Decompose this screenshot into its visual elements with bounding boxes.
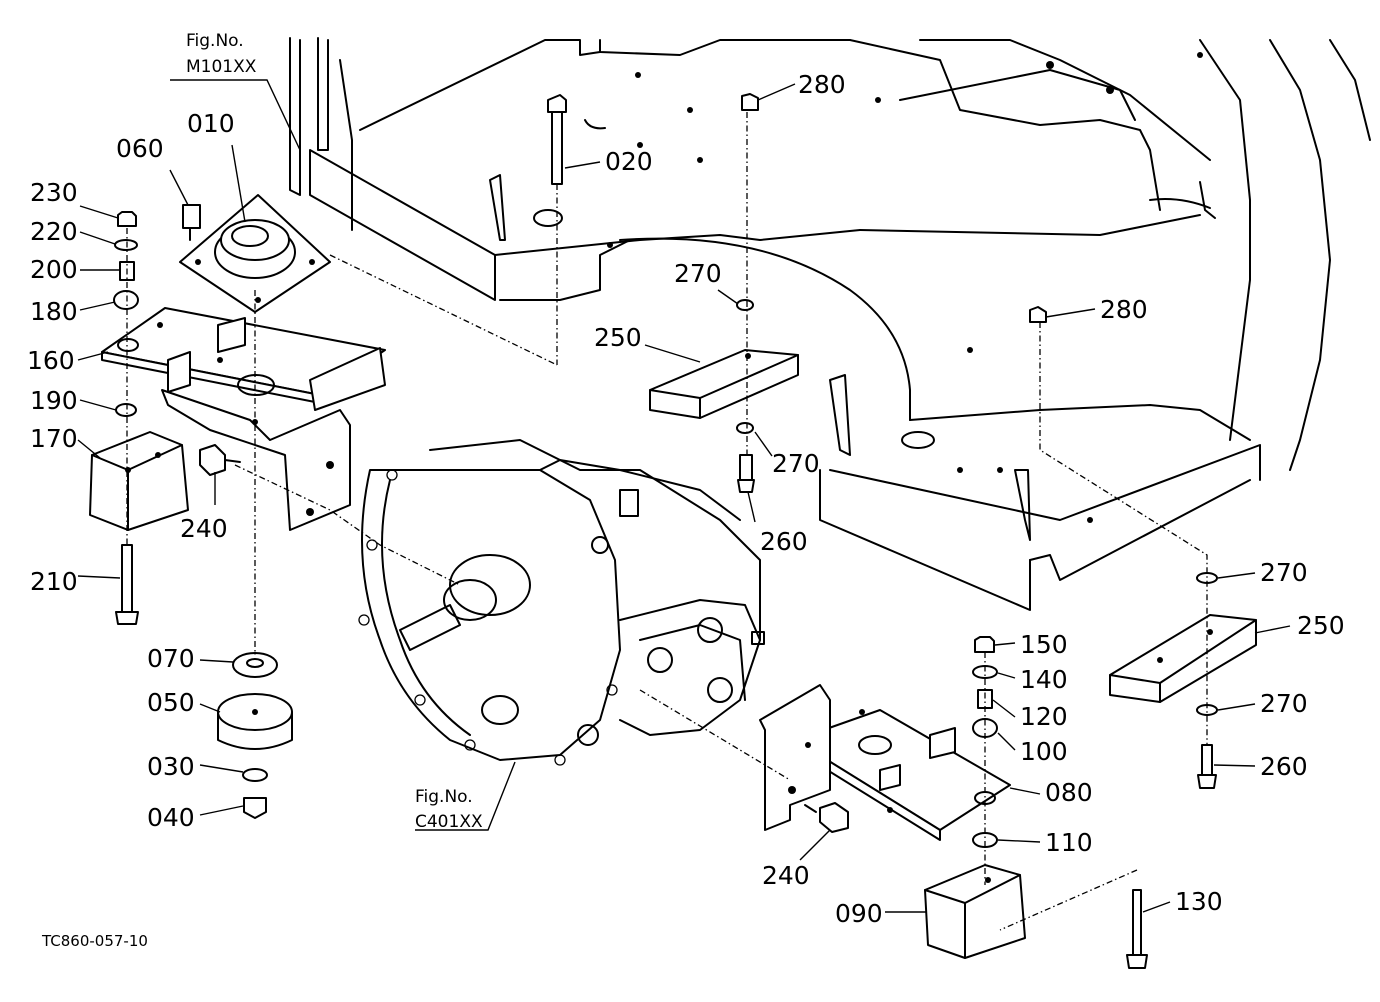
- right-mount-bracket: [759, 684, 1011, 841]
- label-010: 010: [187, 109, 235, 138]
- label-100: 100: [1020, 737, 1068, 766]
- right-hardware-stack: [924, 636, 1148, 969]
- label-140: 140: [1020, 665, 1068, 694]
- label-050: 050: [147, 688, 195, 717]
- label-130: 130: [1175, 887, 1223, 916]
- label-120: 120: [1020, 702, 1068, 731]
- tractor-frame: [289, 37, 1371, 611]
- label-180: 180: [30, 297, 78, 326]
- label-270-right-bottom: 270: [1260, 689, 1308, 718]
- label-260-right: 260: [1260, 752, 1308, 781]
- label-240-left: 240: [180, 514, 228, 543]
- label-040: 040: [147, 803, 195, 832]
- leader-lines: [77, 79, 1291, 913]
- left-hardware-stack: [89, 204, 241, 625]
- transmission-housing: [358, 439, 765, 766]
- label-030: 030: [147, 752, 195, 781]
- label-270-center-top: 270: [674, 259, 722, 288]
- fig-ref-c401-line2: C401XX: [415, 812, 483, 832]
- label-270-right-top: 270: [1260, 558, 1308, 587]
- label-190: 190: [30, 386, 78, 415]
- label-020: 020: [605, 147, 653, 176]
- label-150: 150: [1020, 630, 1068, 659]
- label-280-top: 280: [798, 70, 846, 99]
- label-090: 090: [835, 899, 883, 928]
- label-200: 200: [30, 255, 78, 284]
- left-mount-bracket: [101, 307, 386, 531]
- lower-left-isolators: [217, 652, 293, 819]
- label-170: 170: [30, 424, 78, 453]
- label-270-center-bottom: 270: [772, 449, 820, 478]
- label-080: 080: [1045, 778, 1093, 807]
- label-280-right: 280: [1100, 295, 1148, 324]
- center-bolt-and-pad: [547, 93, 799, 493]
- label-220: 220: [30, 217, 78, 246]
- fig-ref-m101-line2: M101XX: [186, 57, 257, 77]
- fig-ref-c401-line1: Fig.No.: [415, 787, 473, 807]
- fig-ref-m101-line1: Fig.No.: [186, 31, 244, 51]
- assembly-centerlines: [126, 112, 1208, 931]
- label-160: 160: [27, 346, 75, 375]
- label-240-right: 240: [762, 861, 810, 890]
- part-labels: 010 020 030 040 050 060 070 080 090 100 …: [27, 70, 1345, 928]
- label-250-right: 250: [1297, 611, 1345, 640]
- label-110: 110: [1045, 828, 1093, 857]
- label-250-center: 250: [594, 323, 642, 352]
- label-060: 060: [116, 134, 164, 163]
- upper-mount-plate: [179, 194, 331, 313]
- label-260-center: 260: [760, 527, 808, 556]
- label-070: 070: [147, 644, 195, 673]
- label-230: 230: [30, 178, 78, 207]
- diagram-code: TC860-057-10: [41, 932, 148, 950]
- label-210: 210: [30, 567, 78, 596]
